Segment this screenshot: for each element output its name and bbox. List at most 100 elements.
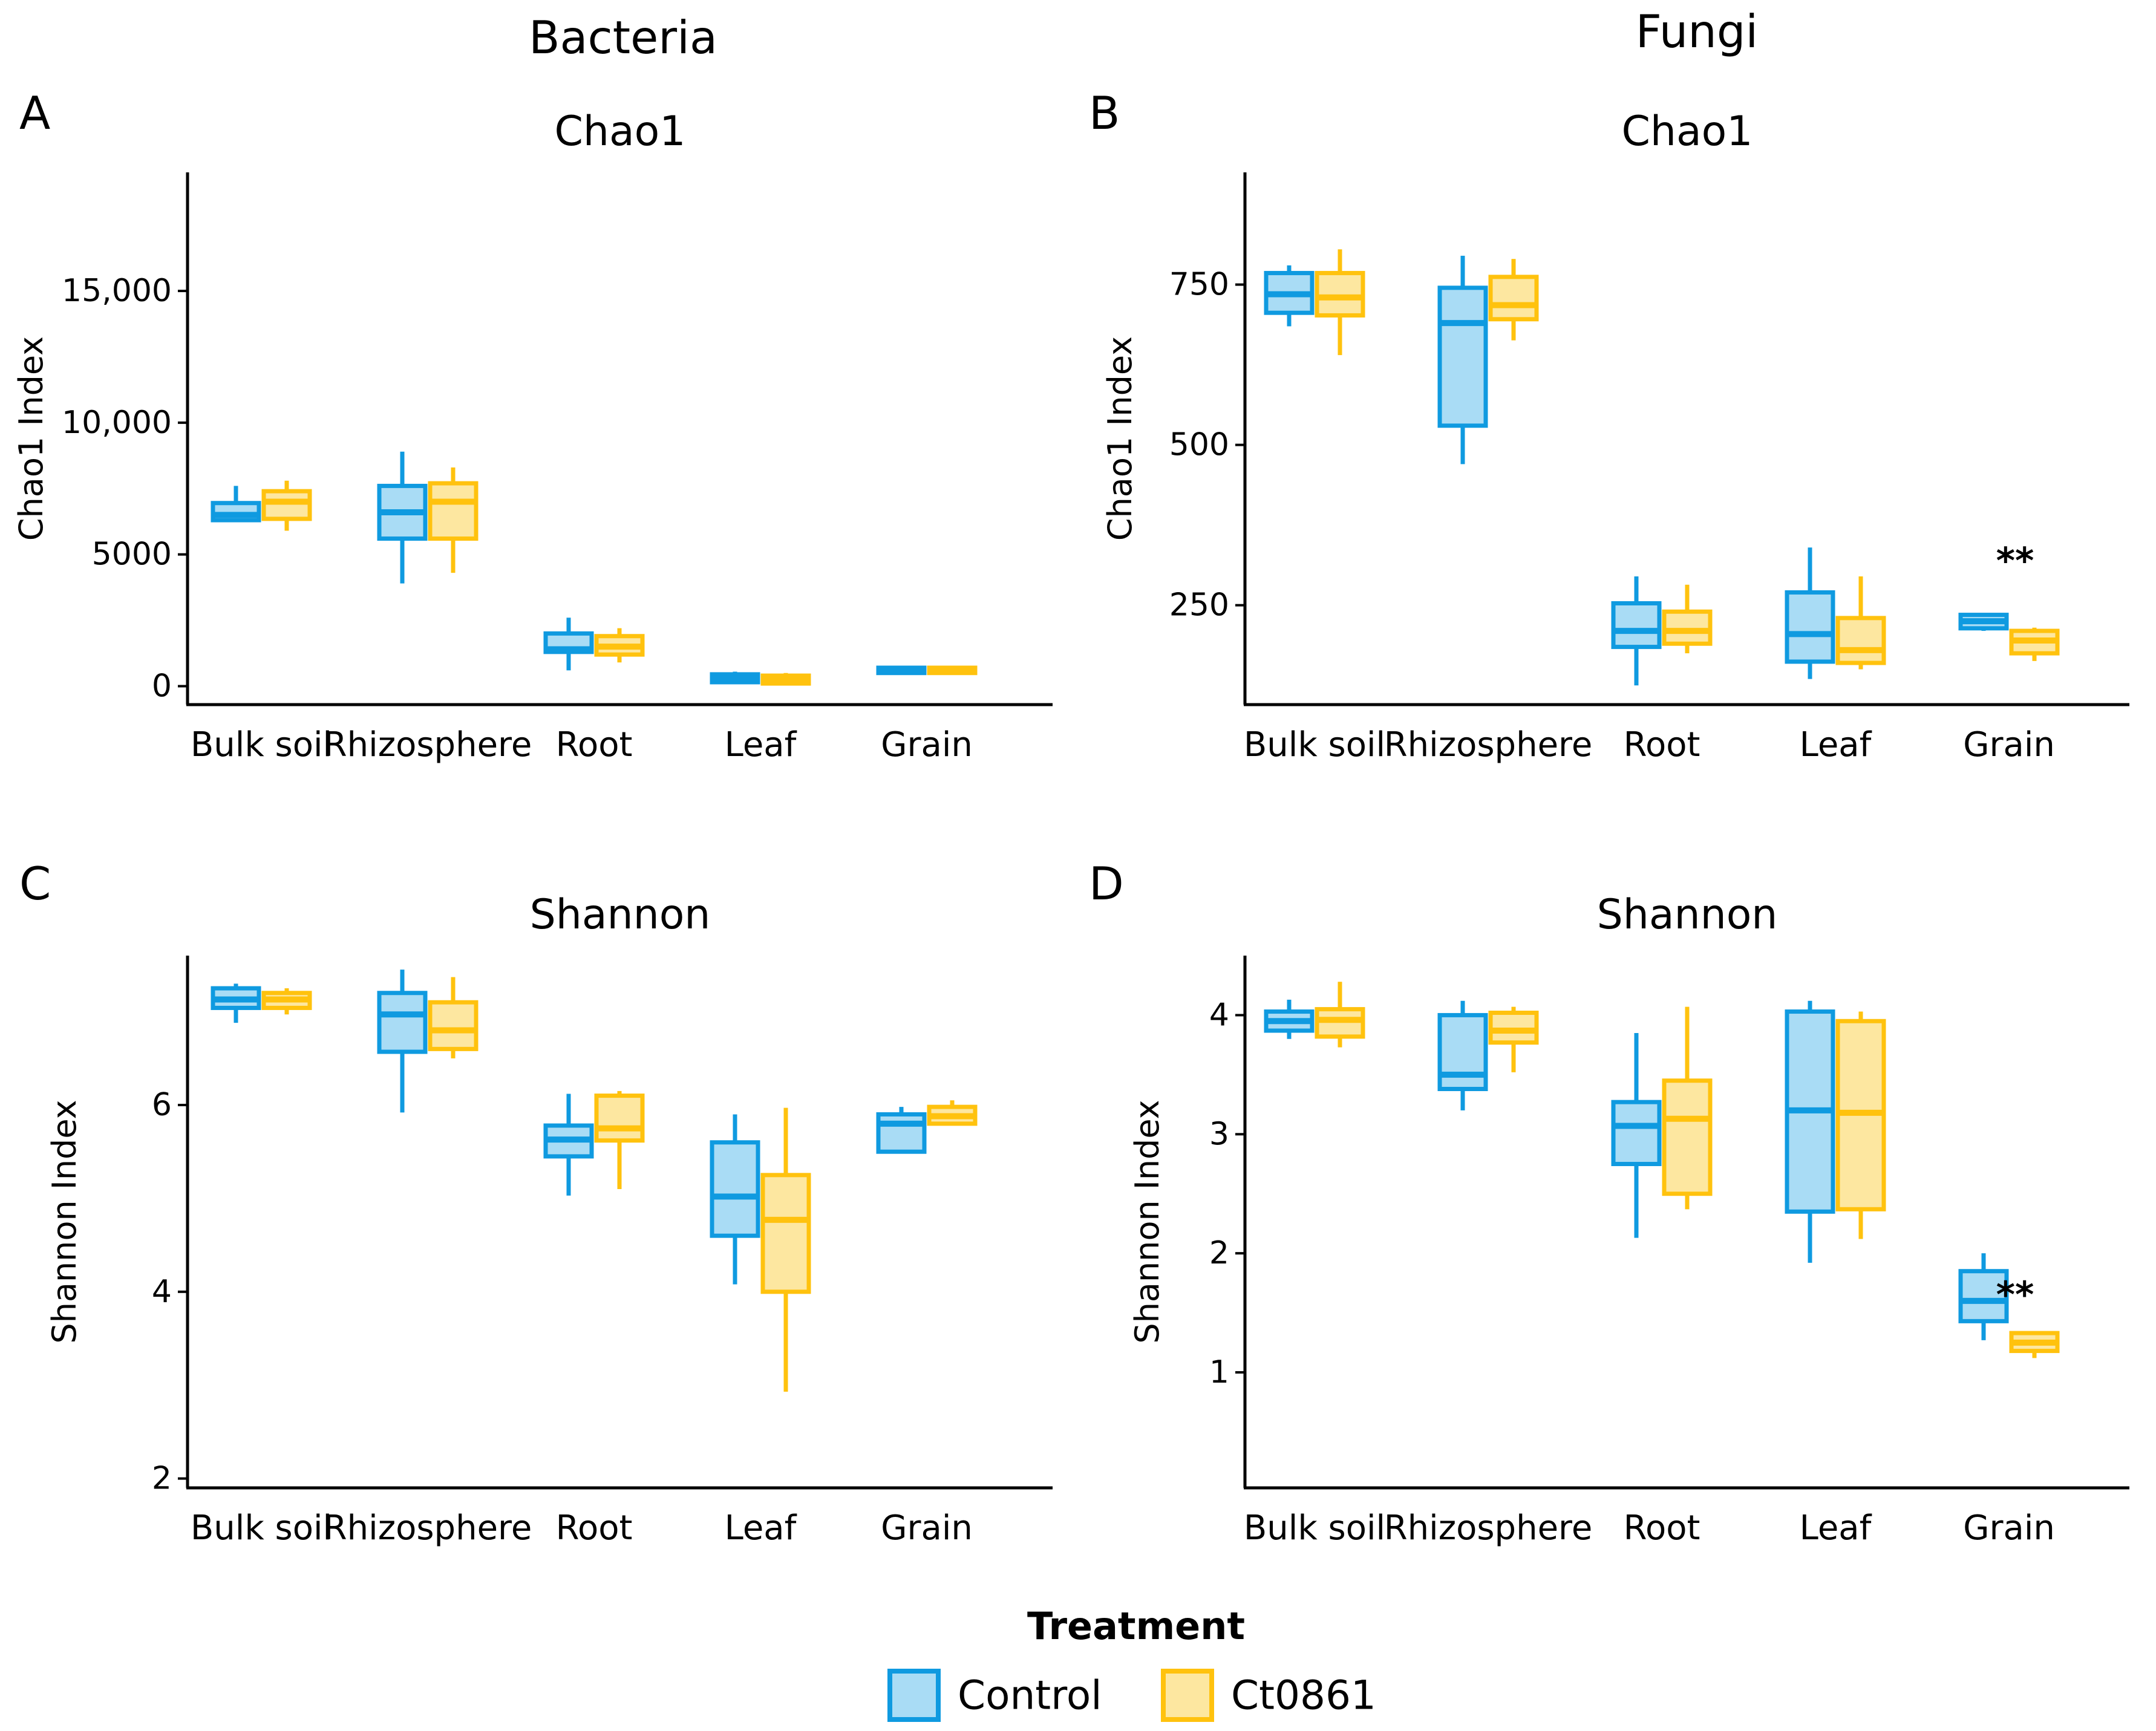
significance-label: ** xyxy=(1996,1274,2034,1316)
box-control xyxy=(211,983,261,1023)
box-body xyxy=(760,1173,811,1294)
box-control xyxy=(1264,265,1315,327)
box-ct0861 xyxy=(428,977,479,1058)
x-tick-label: Grain xyxy=(881,725,973,764)
box-ct0861 xyxy=(1488,1006,1539,1072)
y-tick-label: 6 xyxy=(152,1087,172,1123)
box-control xyxy=(377,970,428,1113)
box-control xyxy=(1437,255,1488,465)
box-body xyxy=(261,489,312,521)
box-ct0861 xyxy=(927,1100,978,1126)
box-body xyxy=(1958,1269,2009,1323)
y-tick-label: 4 xyxy=(1209,997,1229,1033)
box-control xyxy=(377,451,428,584)
box-body xyxy=(1611,601,1662,650)
box-control xyxy=(1785,547,1835,679)
x-tick-label: Leaf xyxy=(725,725,797,764)
box-body xyxy=(377,991,428,1054)
y-tick-label: 0 xyxy=(152,668,172,705)
legend-label-ct0861: Ct0861 xyxy=(1231,1672,1376,1719)
box-control xyxy=(710,671,760,685)
x-tick-label: Root xyxy=(1624,1508,1700,1548)
box-ct0861 xyxy=(1835,1011,1886,1239)
x-tick-label: Bulk soil xyxy=(191,725,332,764)
y-tick-label: 15,000 xyxy=(62,273,172,309)
box-control xyxy=(1611,576,1662,686)
y-tick-label: 750 xyxy=(1169,267,1229,303)
y-tick-label: 2 xyxy=(152,1461,172,1497)
column-title-fungi: Fungi xyxy=(1636,5,1759,58)
box-control xyxy=(543,1094,594,1196)
box-body xyxy=(1611,1100,1662,1167)
panel-letter-b: B xyxy=(1089,86,1120,140)
panel-letter-d: D xyxy=(1089,857,1124,910)
legend-swatch-control xyxy=(887,1669,941,1722)
box-body xyxy=(1835,616,1886,665)
y-tick-label: 1 xyxy=(1209,1354,1229,1390)
x-tick-label: Leaf xyxy=(1800,725,1872,764)
box-control xyxy=(543,618,594,671)
box-body xyxy=(1437,285,1488,428)
box-ct0861 xyxy=(1662,1006,1713,1210)
box-control xyxy=(211,486,261,523)
box-ct0861 xyxy=(927,665,978,676)
y-tick-label: 5000 xyxy=(92,536,172,573)
panel-title: Shannon xyxy=(530,891,711,939)
panel-letter-a: A xyxy=(19,86,50,140)
box-ct0861 xyxy=(760,1107,811,1392)
y-axis-label: Shannon Index xyxy=(1128,1100,1166,1343)
x-tick-label: Root xyxy=(556,725,633,764)
box-control xyxy=(876,1107,927,1154)
y-axis-label: Chao1 Index xyxy=(1101,336,1139,541)
panel-title: Chao1 xyxy=(554,108,685,155)
x-tick-label: Bulk soil xyxy=(191,1508,332,1548)
box-control xyxy=(1958,613,2009,631)
box-ct0861 xyxy=(1662,584,1713,654)
box-body xyxy=(1488,275,1539,322)
box-body xyxy=(710,1140,760,1238)
box-ct0861 xyxy=(428,467,479,573)
x-tick-label: Root xyxy=(556,1508,633,1548)
panel-letter-c: C xyxy=(19,857,51,910)
box-control xyxy=(1785,1000,1835,1263)
y-tick-label: 10,000 xyxy=(62,405,172,441)
panel-title: Chao1 xyxy=(1621,108,1753,155)
legend-swatch-ct0861 xyxy=(1161,1669,1214,1722)
legend: Treatment Control Ct0861 xyxy=(887,1604,1376,1722)
box-body xyxy=(1662,609,1713,646)
box-control xyxy=(876,665,927,676)
box-ct0861 xyxy=(1835,576,1886,670)
x-tick-label: Grain xyxy=(881,1508,973,1548)
y-tick-label: 250 xyxy=(1169,587,1229,624)
x-tick-label: Rhizosphere xyxy=(324,1508,532,1548)
x-tick-label: Root xyxy=(1624,725,1700,764)
box-ct0861 xyxy=(2009,627,2060,661)
column-title-bacteria: Bacteria xyxy=(529,11,717,64)
x-tick-label: Leaf xyxy=(1800,1508,1872,1548)
y-axis-label: Shannon Index xyxy=(45,1100,83,1343)
box-ct0861 xyxy=(1315,982,1365,1048)
x-tick-label: Rhizosphere xyxy=(1384,725,1593,764)
box-ct0861 xyxy=(594,628,645,663)
box-control xyxy=(1611,1032,1662,1238)
box-control xyxy=(1958,1253,2009,1340)
box-body xyxy=(1785,590,1835,664)
y-axis-label: Chao1 Index xyxy=(12,336,50,541)
box-body xyxy=(594,1094,645,1143)
box-ct0861 xyxy=(1488,259,1539,341)
y-tick-label: 4 xyxy=(152,1274,172,1310)
box-body xyxy=(876,1112,927,1154)
x-tick-label: Leaf xyxy=(725,1508,797,1548)
y-tick-label: 500 xyxy=(1169,427,1229,463)
box-ct0861 xyxy=(261,988,312,1015)
legend-title: Treatment xyxy=(1027,1604,1245,1648)
box-body xyxy=(1315,270,1365,318)
box-ct0861 xyxy=(760,673,811,686)
box-control xyxy=(1437,1000,1488,1110)
x-tick-label: Rhizosphere xyxy=(1384,1508,1593,1548)
box-body xyxy=(1662,1078,1713,1196)
legend-label-control: Control xyxy=(958,1672,1102,1719)
